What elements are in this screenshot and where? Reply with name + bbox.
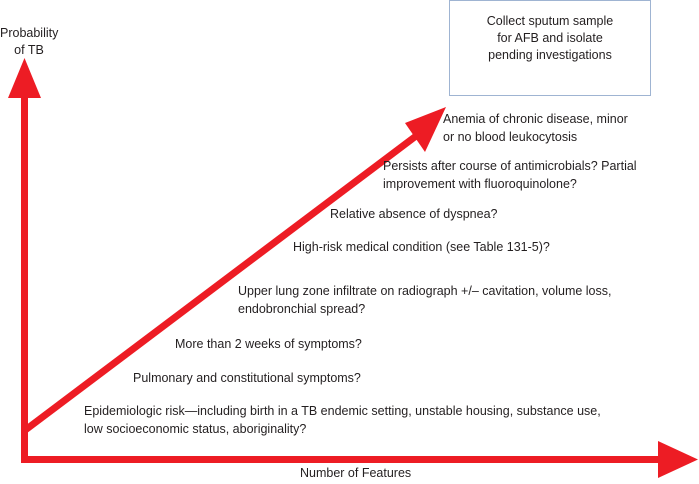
feature-line: High-risk medical condition (see Table 1…: [293, 240, 550, 254]
feature-line: Relative absence of dyspnea?: [330, 207, 498, 221]
feature-symptoms: Pulmonary and constitutional symptoms?: [133, 370, 361, 387]
feature-high-risk: High-risk medical condition (see Table 1…: [293, 239, 550, 256]
action-box-line: Collect sputum sample: [486, 14, 614, 28]
y-axis-label-line: of TB: [14, 43, 44, 57]
x-axis-arrowhead: [658, 441, 698, 478]
feature-line: improvement with fluoroquinolone?: [383, 177, 577, 191]
y-axis-label-line: Probability: [0, 26, 59, 40]
action-box: Collect sputum sample for AFB and isolat…: [449, 0, 651, 96]
action-box-line: for AFB and isolate: [497, 31, 603, 45]
feature-duration: More than 2 weeks of symptoms?: [175, 336, 362, 353]
x-axis-label: Number of Features: [300, 466, 412, 480]
feature-persists: Persists after course of antimicrobials?…: [383, 157, 637, 193]
feature-line: low socioeconomic status, aboriginality?: [84, 422, 307, 436]
feature-line: Epidemiologic risk—including birth in a …: [84, 404, 601, 418]
feature-line: Pulmonary and constitutional symptoms?: [133, 371, 361, 385]
trend-arrowhead: [405, 107, 446, 152]
feature-line: Persists after course of antimicrobials?…: [383, 159, 637, 173]
action-box-line: pending investigations: [488, 48, 612, 62]
feature-line: endobronchial spread?: [238, 302, 366, 316]
feature-dyspnea: Relative absence of dyspnea?: [330, 206, 497, 223]
y-axis-arrowhead: [8, 58, 41, 98]
feature-epidemiologic: Epidemiologic risk—including birth in a …: [84, 402, 601, 438]
y-axis-label: Probability of TB: [0, 25, 58, 59]
y-axis-shaft: [21, 92, 28, 463]
feature-line: Upper lung zone infiltrate on radiograph…: [238, 284, 612, 298]
x-axis-shaft: [21, 456, 666, 463]
feature-upper-lung: Upper lung zone infiltrate on radiograph…: [238, 282, 611, 318]
trend-arrow-shaft: [21, 130, 423, 434]
feature-line: or no blood leukocytosis: [443, 130, 578, 144]
feature-anemia: Anemia of chronic disease, minor or no b…: [443, 110, 628, 146]
feature-line: More than 2 weeks of symptoms?: [175, 337, 362, 351]
feature-line: Anemia of chronic disease, minor: [443, 112, 628, 126]
